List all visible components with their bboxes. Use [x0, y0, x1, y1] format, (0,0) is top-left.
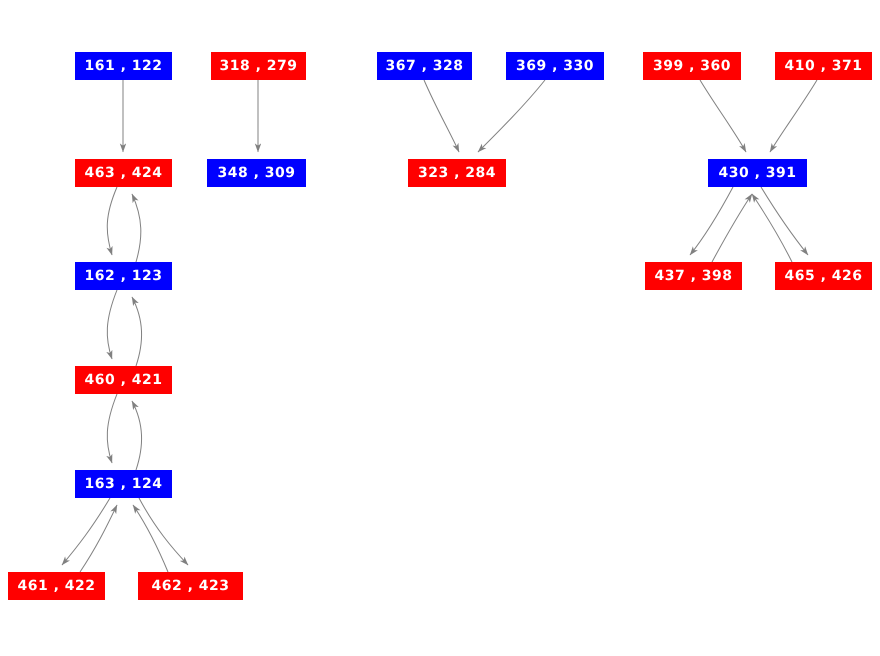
node-n410[interactable]: 410 , 371: [775, 52, 872, 80]
edge-162-to-460: [106, 289, 118, 360]
edge-461-to-163: [79, 504, 118, 573]
node-n437[interactable]: 437 , 398: [645, 262, 742, 290]
node-n461[interactable]: 461 , 422: [8, 572, 105, 600]
edge-460-to-162: [131, 296, 143, 367]
edges-group: [61, 79, 818, 573]
node-n318[interactable]: 318 , 279: [211, 52, 306, 80]
node-n367[interactable]: 367 , 328: [377, 52, 472, 80]
edge-163-to-462: [138, 497, 189, 566]
edge-162-to-463: [131, 193, 142, 263]
edge-465-to-430: [751, 193, 793, 263]
edge-399-to-430: [699, 79, 747, 153]
edge-463-to-162: [106, 186, 118, 256]
edge-163-to-460: [131, 400, 143, 471]
edge-367-to-323: [423, 79, 460, 153]
edge-163-to-461: [61, 497, 111, 566]
edge-430-to-465: [760, 186, 809, 256]
edge-369-to-323: [477, 79, 546, 153]
node-n369[interactable]: 369 , 330: [506, 52, 604, 80]
edge-462-to-163: [132, 504, 169, 573]
node-n348[interactable]: 348 , 309: [207, 159, 306, 187]
node-n399[interactable]: 399 , 360: [643, 52, 741, 80]
node-n430[interactable]: 430 , 391: [708, 159, 807, 187]
node-n463[interactable]: 463 , 424: [75, 159, 172, 187]
node-n161[interactable]: 161 , 122: [75, 52, 172, 80]
node-n465[interactable]: 465 , 426: [775, 262, 872, 290]
node-n462[interactable]: 462 , 423: [138, 572, 243, 600]
edge-410-to-430: [769, 79, 818, 153]
node-n460[interactable]: 460 , 421: [75, 366, 172, 394]
edge-430-to-437: [689, 186, 734, 256]
node-n323[interactable]: 323 , 284: [408, 159, 506, 187]
edge-460-to-163: [106, 393, 118, 464]
edge-437-to-430: [711, 193, 753, 263]
node-n162[interactable]: 162 , 123: [75, 262, 172, 290]
node-n163[interactable]: 163 , 124: [75, 470, 172, 498]
